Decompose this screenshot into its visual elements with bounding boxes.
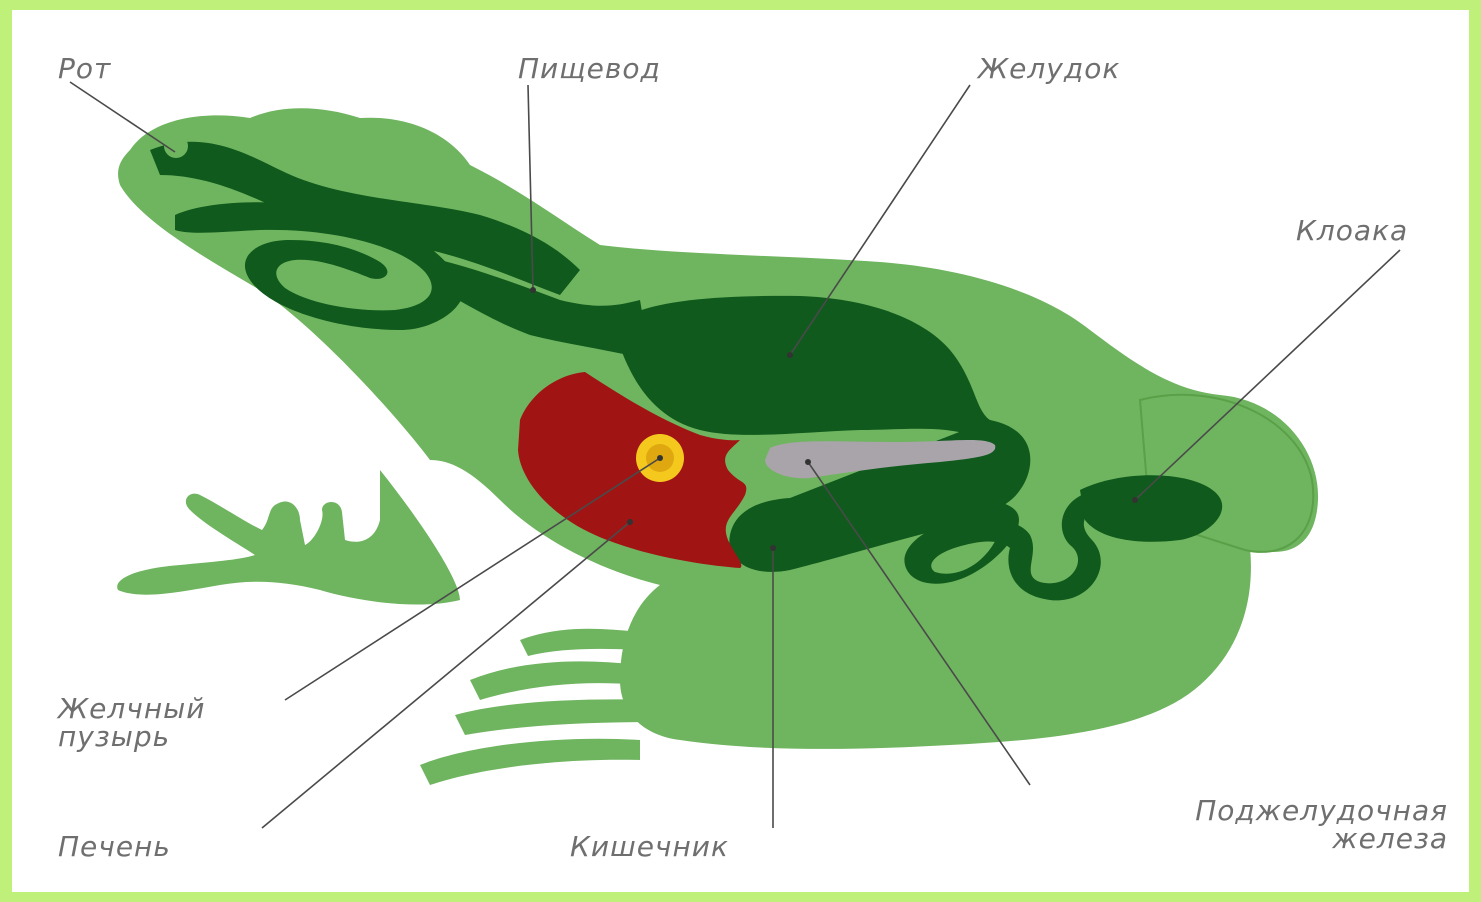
front-leg [117,470,460,605]
pointer-dot-stomach [787,352,793,358]
label-gallbladder-line2: пузырь [58,720,170,753]
label-intestine: Кишечник [570,830,729,863]
label-mouth: Рот [58,52,111,85]
hind-toe-1 [520,629,640,656]
label-cloaca: Клоака [1296,214,1408,247]
pointer-dot-esophagus [530,287,536,293]
label-pancreas-line2: железа [1331,822,1448,855]
pointer-dot-gallbladder [657,455,663,461]
mouth-opening [164,134,188,158]
leader-mouth [70,82,175,152]
pointer-dot-cloaca [1132,497,1138,503]
hind-toe-2 [470,661,640,700]
pointer-dot-pancreas [805,459,811,465]
hind-toe-4 [420,739,640,785]
label-liver: Печень [58,830,171,863]
pointer-dot-liver [627,519,633,525]
pointer-dot-intestine [770,545,776,551]
label-esophagus: Пищевод [518,52,661,85]
label-stomach: Желудок [976,52,1120,85]
